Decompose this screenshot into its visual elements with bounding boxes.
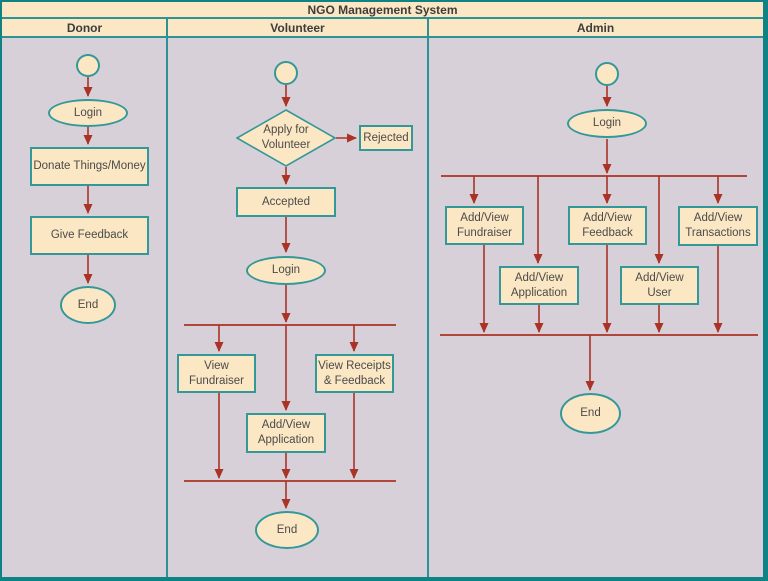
diagram-title: NGO Management System (2, 2, 763, 19)
donor-login-node: Login (48, 99, 128, 127)
volunteer-view-receipts-node: View Receipts & Feedback (315, 354, 394, 393)
volunteer-accepted-node: Accepted (236, 187, 336, 217)
lane-header-row: Donor Volunteer Admin (2, 19, 763, 38)
admin-user-node: Add/View User (620, 266, 699, 305)
admin-end-node: End (560, 393, 621, 434)
donor-donate-node: Donate Things/Money (30, 147, 149, 186)
volunteer-apply-decision-node: Apply for Volunteer (236, 109, 336, 167)
admin-start-node (595, 62, 619, 86)
admin-transactions-node: Add/View Transactions (678, 206, 758, 246)
lane-divider-2 (427, 19, 429, 577)
lane-divider-1 (166, 19, 168, 577)
admin-application-node: Add/View Application (499, 266, 579, 305)
admin-fundraiser-node: Add/View Fundraiser (445, 206, 524, 245)
admin-feedback-node: Add/View Feedback (568, 206, 647, 245)
volunteer-login-node: Login (246, 256, 326, 285)
volunteer-view-fundraiser-node: View Fundraiser (177, 354, 256, 393)
diamond-shape (236, 109, 336, 167)
volunteer-apply-label: Apply for Volunteer (261, 124, 311, 151)
donor-end-node: End (60, 286, 116, 324)
volunteer-end-node: End (255, 511, 319, 549)
lane-header-volunteer: Volunteer (270, 20, 325, 35)
volunteer-application-node: Add/View Application (246, 413, 326, 453)
volunteer-start-node (274, 61, 298, 85)
donor-give-feedback-node: Give Feedback (30, 216, 149, 255)
donor-start-node (76, 54, 100, 77)
lane-header-admin: Admin (576, 20, 615, 35)
lane-header-donor: Donor (66, 20, 103, 35)
volunteer-rejected-node: Rejected (359, 125, 413, 151)
admin-login-node: Login (567, 109, 647, 138)
